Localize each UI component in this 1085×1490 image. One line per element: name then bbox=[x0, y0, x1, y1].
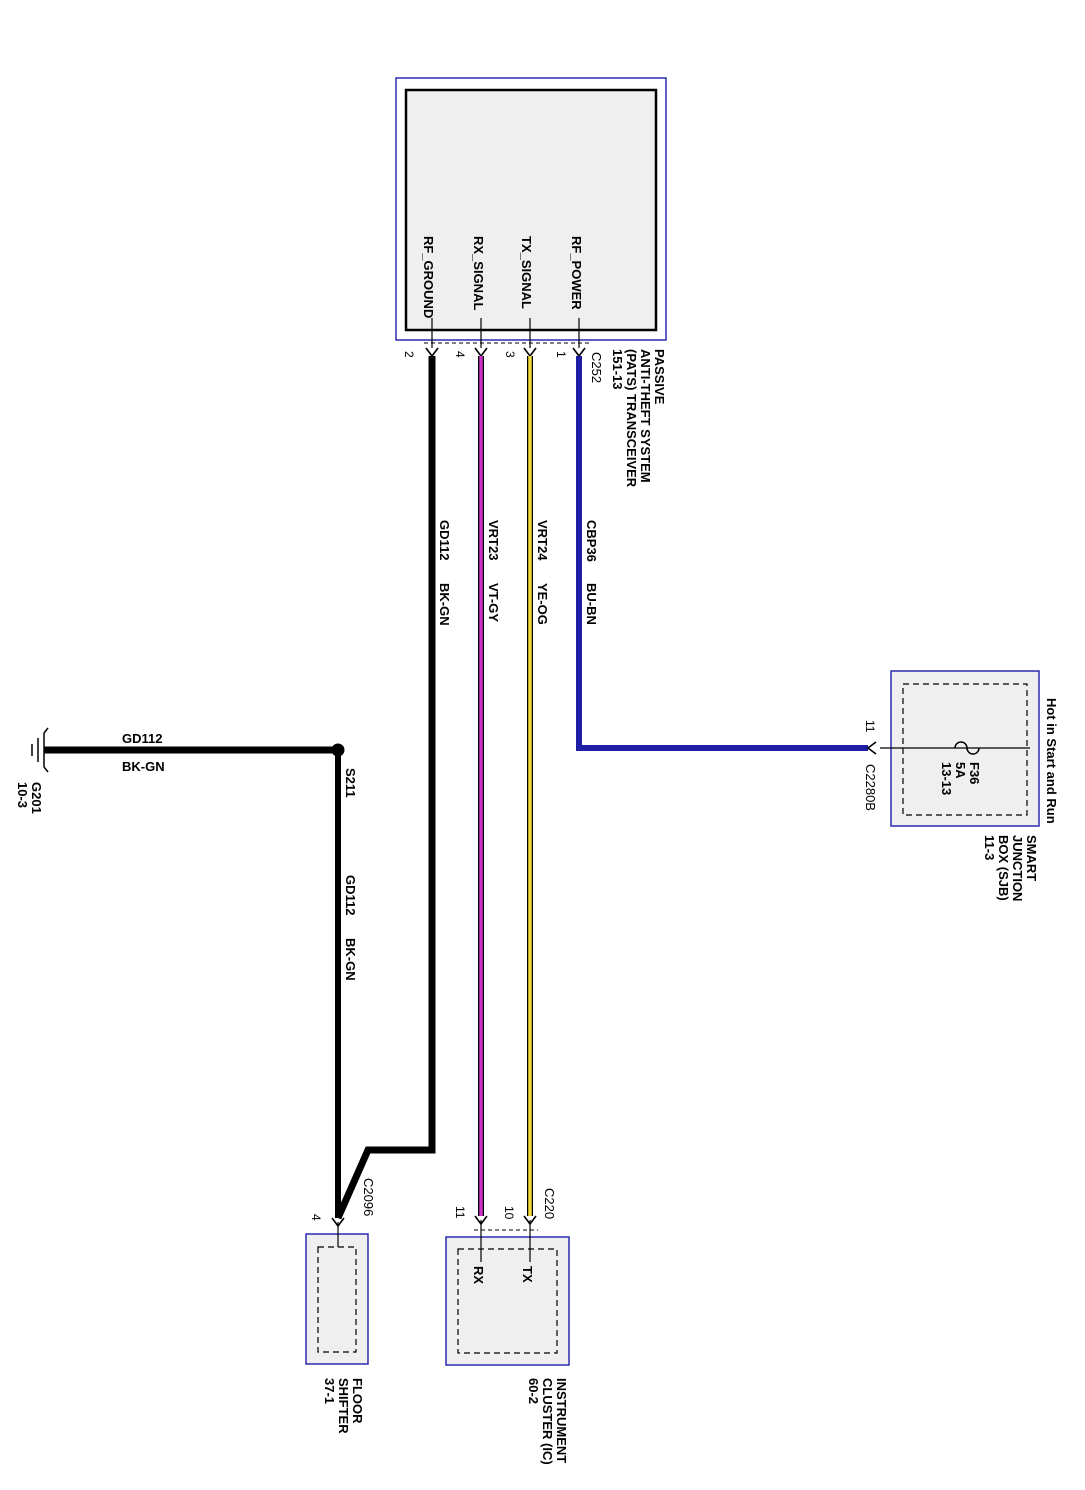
ground-symbol-icon bbox=[31, 727, 49, 773]
c2096-connector-chevron bbox=[331, 1217, 345, 1228]
ground-g201-ref: 10-3 bbox=[15, 782, 30, 808]
wire-ground-color-label: BK-GN bbox=[122, 759, 165, 774]
sjb-label-line-1: SMART bbox=[1024, 835, 1039, 881]
wire-cbp36-color-label: BU-BN bbox=[584, 583, 599, 625]
wire-gd112-color-label: BK-GN bbox=[437, 583, 452, 626]
floor-shifter-label-line-1: FLOOR bbox=[350, 1378, 365, 1424]
c2096-connector-label: C2096 bbox=[361, 1178, 376, 1216]
pats-pin-tx-signal: TX_SIGNAL bbox=[519, 236, 534, 309]
c2280b-connector-chevron bbox=[866, 741, 877, 755]
wire-gd112-pats[interactable] bbox=[334, 356, 436, 1220]
wire-vrt24-color-label: YE-OG bbox=[535, 583, 550, 625]
cluster-pin-rx: RX bbox=[471, 1266, 486, 1284]
sjb-pin-number: 11 bbox=[863, 720, 877, 733]
cluster-pin-tx: TX bbox=[520, 1266, 535, 1283]
pats-transceiver-module[interactable] bbox=[395, 77, 667, 341]
pats-label-line-3: (PATS) TRANSCEIVER bbox=[624, 349, 639, 488]
wire-ground-circuit-label: GD112 bbox=[122, 731, 162, 746]
wire-gd112-circuit-label: GD112 bbox=[437, 520, 452, 560]
sjb-label-line-4: 11-3 bbox=[982, 835, 997, 860]
floor-shifter-pin-number: 4 bbox=[309, 1214, 323, 1221]
fuse-f36-name: F36 bbox=[967, 762, 982, 784]
sjb-hot-text: Hot in Start and Run bbox=[1044, 698, 1059, 824]
c220-connector-chevrons bbox=[474, 1215, 537, 1226]
wire-shifter-circuit-label: GD112 bbox=[343, 875, 358, 915]
c2280b-connector-label: C2280B bbox=[863, 764, 878, 811]
pats-pin-number-rf-power: 1 bbox=[554, 351, 568, 358]
cluster-label-line-2: CLUSTER (IC) bbox=[540, 1378, 555, 1465]
floor-shifter-label-line-3: 37-1 bbox=[322, 1378, 337, 1404]
pats-pin-rf-ground: RF_GROUND bbox=[421, 236, 436, 318]
cluster-label-line-3: 60-2 bbox=[526, 1378, 541, 1404]
cluster-pin-stubs bbox=[480, 1220, 531, 1262]
pats-pin-number-rx-signal: 4 bbox=[453, 351, 467, 358]
instrument-cluster-module[interactable] bbox=[445, 1236, 570, 1366]
cluster-pin-number-rx: 11 bbox=[453, 1206, 467, 1219]
pats-pin-rf-power: RF_POWER bbox=[569, 236, 584, 310]
splice-s211-label: S211 bbox=[343, 768, 358, 798]
wire-shifter-color-label: BK-GN bbox=[343, 938, 358, 981]
wire-cbp36-circuit-label: CBP36 bbox=[584, 520, 599, 562]
pats-pin-number-tx-signal: 3 bbox=[503, 351, 517, 358]
pats-label-line-1: PASSIVE bbox=[652, 349, 667, 405]
pats-pin-rx-signal: RX_SIGNAL bbox=[471, 236, 486, 310]
sjb-label-line-3: BOX (SJB) bbox=[996, 835, 1011, 901]
sjb-label-line-2: JUNCTION bbox=[1010, 835, 1025, 901]
cluster-pin-number-tx: 10 bbox=[502, 1206, 516, 1220]
wire-vrt23-color-label: VT-GY bbox=[486, 583, 501, 622]
pats-label-line-2: ANTI-THEFT SYSTEM bbox=[638, 349, 653, 483]
pats-pin-number-rf-ground: 2 bbox=[402, 351, 416, 358]
fuse-f36-ref: 13-13 bbox=[939, 762, 954, 795]
splice-s211-dot bbox=[331, 743, 345, 757]
c252-connector-label: C252 bbox=[589, 352, 604, 383]
ground-g201-label: G201 bbox=[29, 782, 44, 814]
cluster-label-line-1: INSTRUMENT bbox=[554, 1378, 569, 1463]
floor-shifter-label-line-2: SHIFTER bbox=[336, 1378, 351, 1434]
wire-cbp36[interactable] bbox=[576, 356, 868, 751]
fuse-f36-icon bbox=[954, 741, 980, 755]
wire-vrt24-circuit-label: VRT24 bbox=[535, 520, 550, 561]
c220-connector-label: C220 bbox=[542, 1188, 557, 1219]
wire-vrt23-circuit-label: VRT23 bbox=[486, 520, 501, 560]
fuse-f36-rating: 5A bbox=[953, 762, 968, 779]
pats-label-line-4: 151-13 bbox=[610, 349, 625, 389]
floor-shifter-module[interactable] bbox=[305, 1233, 369, 1365]
